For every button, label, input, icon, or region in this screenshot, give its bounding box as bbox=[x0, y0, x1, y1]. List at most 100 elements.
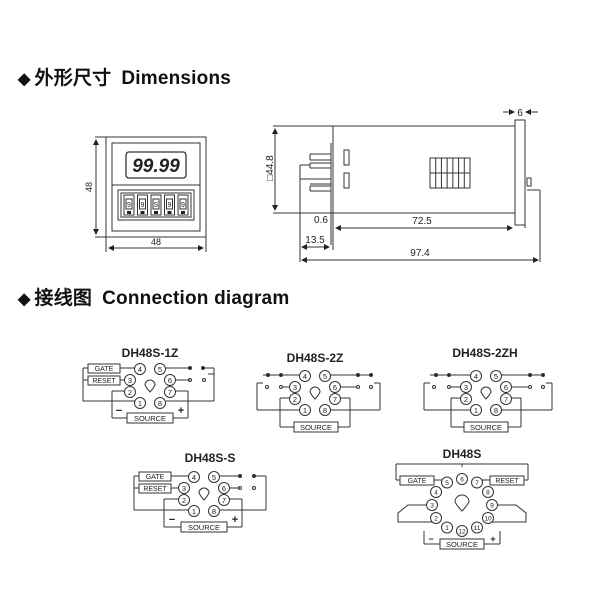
source-label: SOURCE bbox=[300, 423, 332, 432]
pin-number: 4 bbox=[138, 365, 142, 374]
pin-number: 5 bbox=[212, 473, 216, 482]
dimensions-title-cn: 外形尺寸 bbox=[34, 68, 112, 89]
pin-terminal-6: 6 bbox=[329, 381, 341, 393]
pin-terminal-8: 8 bbox=[481, 486, 494, 498]
pin-terminal-8: 8 bbox=[319, 404, 331, 416]
reset-label: RESET bbox=[495, 478, 519, 485]
lcd-display bbox=[125, 151, 187, 179]
pin-number: 2 bbox=[464, 395, 468, 404]
pin-terminal-11: 11 bbox=[471, 521, 483, 534]
connection-title-en: Connection diagram bbox=[102, 288, 290, 309]
pin-terminal-8: 8 bbox=[154, 397, 166, 409]
pin-terminal-6: 6 bbox=[456, 473, 468, 485]
pin-terminal-4: 4 bbox=[470, 370, 482, 382]
side-gap-label: 0.6 bbox=[314, 215, 328, 226]
pin-terminal-5: 5 bbox=[441, 476, 453, 489]
pin-terminal-2: 2 bbox=[430, 512, 443, 524]
thumbwheel-digit[interactable]: 9 bbox=[137, 194, 148, 216]
minus-terminal: − bbox=[116, 405, 122, 417]
pin-terminal-9: 9 bbox=[486, 499, 498, 511]
pin-number: 6 bbox=[333, 383, 337, 392]
pin-number: 1 bbox=[445, 525, 449, 532]
pin-number: 4 bbox=[192, 473, 196, 482]
source-label: SOURCE bbox=[188, 523, 220, 532]
gate-label: GATE bbox=[146, 474, 165, 481]
pin-terminal-5: 5 bbox=[490, 370, 502, 382]
thumbwheel-digit[interactable]: S bbox=[150, 194, 162, 216]
front-face bbox=[111, 142, 201, 232]
side-bezel bbox=[514, 119, 526, 226]
front-bezel bbox=[105, 136, 207, 238]
source-label: SOURCE bbox=[134, 414, 166, 423]
diagram-title: DH48S-2ZH bbox=[452, 346, 517, 360]
pin-terminal-6: 6 bbox=[164, 374, 176, 386]
pin-number: 7 bbox=[222, 496, 226, 505]
pin-terminal-5: 5 bbox=[154, 363, 166, 375]
thumbwheel-digit[interactable]: 9 bbox=[177, 194, 189, 216]
pin-number: 7 bbox=[333, 395, 337, 404]
pin-terminal-4: 4 bbox=[188, 471, 200, 483]
pin-terminal-8: 8 bbox=[208, 505, 220, 517]
connection-title-cn: 接线图 bbox=[34, 288, 93, 309]
pin-number: 7 bbox=[168, 388, 172, 397]
thumbwheel-digit[interactable]: 9 bbox=[164, 194, 175, 216]
pin-number: 2 bbox=[128, 388, 132, 397]
pin-terminal-3: 3 bbox=[124, 374, 136, 386]
socket-key-icon bbox=[144, 379, 156, 393]
diagram-title: DH48S-S bbox=[185, 451, 236, 465]
pin-terminal-5: 5 bbox=[208, 471, 220, 483]
side-height-label: □44.8 bbox=[265, 155, 276, 181]
pin-number: 3 bbox=[182, 484, 186, 493]
pin-terminal-1: 1 bbox=[441, 521, 453, 534]
display-value: 99.99 bbox=[132, 156, 180, 177]
pin-terminal-7: 7 bbox=[500, 393, 512, 405]
gate-label: GATE bbox=[408, 478, 427, 485]
pin-terminal-10: 10 bbox=[481, 512, 494, 524]
thumbwheel-value: 9 bbox=[127, 202, 131, 209]
plus-terminal: + bbox=[490, 534, 495, 544]
pin-terminal-1: 1 bbox=[188, 505, 200, 517]
pin-terminal-3: 3 bbox=[460, 381, 472, 393]
thumbwheel-digit[interactable]: 9 bbox=[123, 194, 135, 216]
pin-terminal-4: 4 bbox=[430, 486, 443, 498]
source-label: SOURCE bbox=[470, 423, 502, 432]
pin-terminal-7: 7 bbox=[218, 494, 230, 506]
pin-number: 10 bbox=[484, 516, 492, 523]
pin-terminal-7: 7 bbox=[471, 476, 483, 489]
pin-terminal-2: 2 bbox=[178, 494, 190, 506]
pin-number: 8 bbox=[486, 490, 490, 497]
pin-number: 4 bbox=[474, 372, 478, 381]
side-view: □44.8 6 0.6 72.5 13.5 97.4 bbox=[265, 108, 541, 263]
diagram-title: DH48S-2Z bbox=[287, 351, 344, 365]
dimensions-title-en: Dimensions bbox=[121, 68, 232, 89]
pin-number: 2 bbox=[434, 516, 438, 523]
pin-terminal-2: 2 bbox=[289, 393, 301, 405]
plus-terminal: + bbox=[232, 514, 238, 526]
pin-number: 5 bbox=[445, 480, 449, 487]
pin-terminal-12: 12 bbox=[456, 525, 468, 537]
pin-terminal-4: 4 bbox=[134, 363, 146, 375]
pin-terminal-3: 3 bbox=[178, 482, 190, 494]
pin-terminal-1: 1 bbox=[299, 404, 311, 416]
pin-number: 12 bbox=[458, 529, 466, 536]
pin-terminal-4: 4 bbox=[299, 370, 311, 382]
pin-number: 1 bbox=[303, 406, 307, 415]
pin-number: 6 bbox=[460, 477, 464, 484]
thumbwheel-value: 9 bbox=[168, 202, 172, 209]
side-pins-label: 13.5 bbox=[305, 235, 325, 246]
pin-number: 6 bbox=[168, 376, 172, 385]
pin-terminal-7: 7 bbox=[164, 386, 176, 398]
socket-key-icon bbox=[480, 386, 492, 400]
pin-number: 8 bbox=[323, 406, 327, 415]
pin-number: 1 bbox=[474, 406, 478, 415]
pin-terminal-3: 3 bbox=[289, 381, 301, 393]
diagram-title: DH48S bbox=[443, 447, 482, 461]
pin-number: 9 bbox=[490, 503, 494, 510]
diamond-bullet-icon: ◆ bbox=[18, 291, 31, 308]
